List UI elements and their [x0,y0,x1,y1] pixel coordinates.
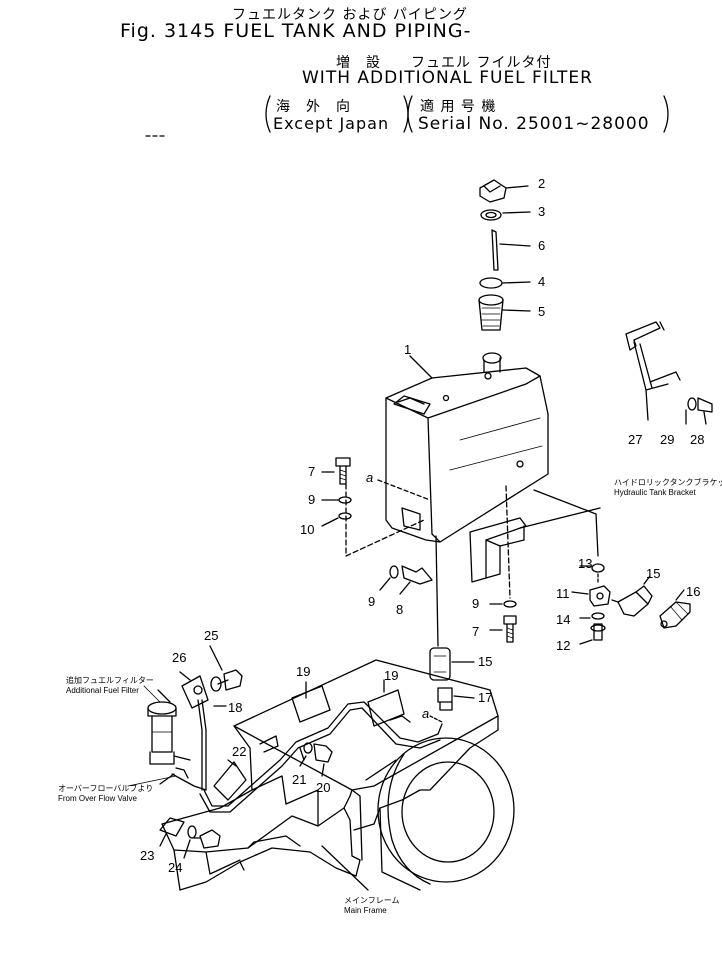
fitting-15-center [429,647,451,681]
callout-7-left: 7 [308,464,316,479]
callout-9-lower: 9 [368,594,376,609]
washer-10 [338,512,352,520]
nut-13 [591,563,605,573]
strainer [478,294,504,331]
callout-17: 17 [478,690,493,705]
callout-9-left: 9 [308,492,316,507]
callout-15-right: 15 [646,566,661,581]
callout-ref-a-tank: a [366,470,374,485]
washer-29 [687,397,697,411]
washer-9-right [503,600,517,608]
callout-4: 4 [538,274,546,289]
washer-21 [303,742,313,754]
clamp-23 [159,817,185,837]
washer-14 [591,612,605,620]
filter-bracket-26 [181,675,209,709]
callout-5: 5 [538,304,546,319]
elbow-17 [437,687,453,711]
japanese-note-right: 適 用 号 機 [420,99,497,115]
clamp-19-right [367,689,405,727]
main-frame [161,659,499,891]
callout-26: 26 [172,650,187,665]
callout-9-right: 9 [472,596,480,611]
clamp-19-left [291,685,331,723]
figure-title: Fig. 3145 FUEL TANK AND PIPING- [120,20,472,42]
main-frame-label-jp: メインフレーム [344,896,400,905]
clamp-22 [213,761,247,801]
gasket [480,209,502,221]
washer-25 [210,676,222,692]
hose-fitting-16 [659,601,691,629]
callout-6: 6 [538,238,546,253]
japanese-note-left: 海 外 向 [276,99,351,115]
callout-28: 28 [690,432,705,447]
main-frame-label: Main Frame [344,906,387,915]
washer-9-left [338,496,352,504]
callout-8: 8 [396,602,404,617]
over-flow-valve-label-jp: オーバーフローバルブより [58,784,154,793]
bolt-28 [697,397,713,413]
bolt-25 [223,669,243,691]
callout-12: 12 [556,638,571,653]
additional-fuel-filter-label: Additional Fuel Filter [66,686,139,695]
bolt-7-left [335,457,351,485]
o-ring [479,277,503,289]
over-flow-valve-label: From Over Flow Valve [58,794,137,803]
washer-24 [187,825,197,839]
bracket-right-close [663,95,669,133]
bolt-24 [199,829,221,849]
callout-25: 25 [204,628,219,643]
additional-fuel-filter-label-jp: 追加フュエルフィルター [66,676,154,685]
japanese-subtitle: 増 設 フュエル フイルタ付 [336,55,552,71]
bolt-12 [593,623,603,641]
callout-19-right: 19 [384,668,399,683]
callout-7-right: 7 [472,624,480,639]
fuel-pipe-routing [199,701,443,813]
fitting-15-right [617,585,653,617]
fuel-tank [385,352,549,543]
serial-number-range: Serial No. 25001~28000 [418,114,650,134]
bolt-20 [313,743,333,763]
callout-11: 11 [556,586,570,601]
engine-flywheel [351,737,515,891]
level-gauge [491,229,499,271]
callout-27: 27 [628,432,643,447]
washer-9-lower [389,565,399,579]
callout-15-center: 15 [478,654,493,669]
hydraulic-tank-bracket [469,517,527,583]
callout-21: 21 [292,772,307,787]
callout-3: 3 [538,204,546,219]
callout-22: 22 [232,744,247,759]
callout-24: 24 [168,860,183,875]
callout-20: 20 [316,780,331,795]
callout-23: 23 [140,848,155,863]
callout-29: 29 [660,432,675,447]
additional-fuel-filter [147,701,191,765]
applicability-note: Except Japan [273,114,390,133]
japanese-title: フュエルタンク および パイピング [232,7,468,23]
bracket-left-open [265,95,271,133]
fuel-cap [479,179,507,203]
subtitle: WITH ADDITIONAL FUEL FILTER [302,68,593,88]
callout-2: 2 [538,176,546,191]
hydraulic-tank-bracket-label: Hydraulic Tank Bracket [614,488,696,497]
tank-bracket-27 [625,321,681,391]
bolt-8 [401,565,433,585]
hydraulic-tank-bracket-label-jp: ハイドロリックタンクブラケット [614,478,722,487]
bracket-right-open [407,95,413,133]
callout-10: 10 [300,522,315,537]
callout-16: 16 [686,584,701,599]
callout-1: 1 [404,342,412,357]
joint-11 [589,585,611,607]
callout-19-left: 19 [296,664,311,679]
callout-14: 14 [556,612,571,627]
bolt-7-right [503,615,517,643]
callout-ref-a-frame: a [422,706,430,721]
hose-18 [201,699,207,791]
callout-18: 18 [228,700,243,715]
callout-13: 13 [578,556,593,571]
